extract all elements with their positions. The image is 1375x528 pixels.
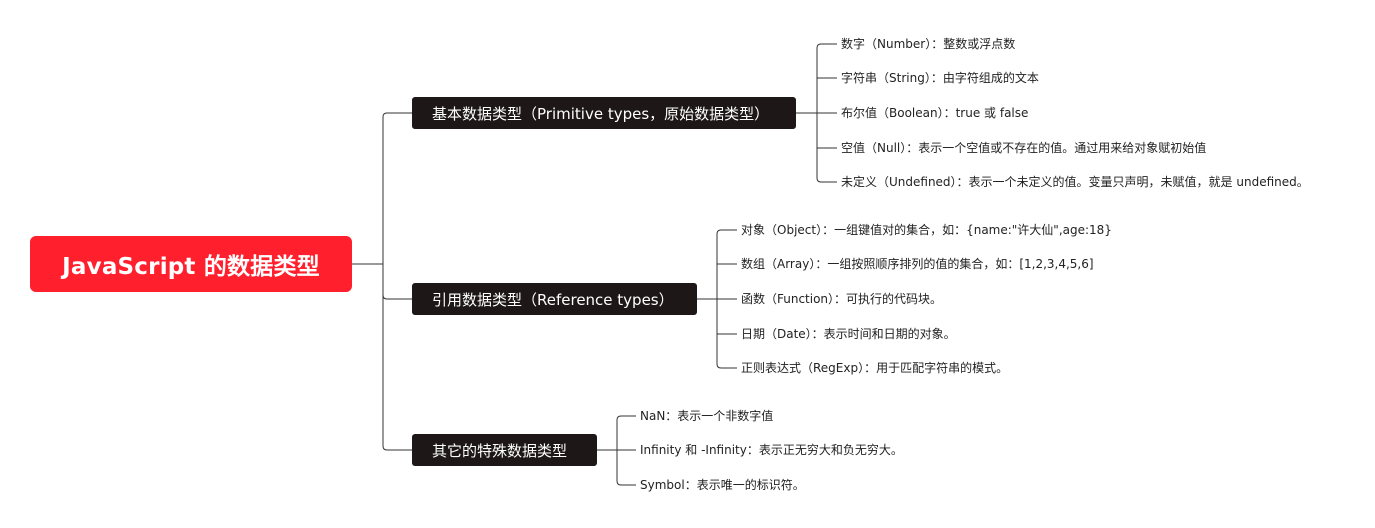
leaf-boolean: 布尔值（Boolean）：true 或 false bbox=[841, 106, 1029, 120]
root-node[interactable]: JavaScript 的数据类型 bbox=[30, 236, 352, 292]
branch-connector bbox=[382, 112, 412, 264]
leaf-array: 数组（Array）：一组按照顺序排列的值的集合，如：[1,2,3,4,5,6] bbox=[741, 257, 1094, 271]
leaf-nan: NaN：表示一个非数字值 bbox=[640, 409, 774, 423]
leaf-function: 函数（Function）：可执行的代码块。 bbox=[741, 292, 943, 306]
leaf-null: 空值（Null）：表示一个空值或不存在的值。通过用来给对象赋初始值 bbox=[841, 141, 1207, 155]
branch-primitive-types[interactable]: 基本数据类型（Primitive types，原始数据类型） bbox=[412, 97, 796, 129]
leaf-object: 对象（Object）：一组键值对的集合，如：{name:"许大仙",age:18… bbox=[741, 223, 1112, 237]
branch-connector bbox=[382, 264, 412, 300]
leaf-infinity: Infinity 和 -Infinity：表示正无穷大和负无穷大。 bbox=[640, 443, 903, 457]
leaf-symbol: Symbol：表示唯一的标识符。 bbox=[640, 478, 805, 492]
leaf-string: 字符串（String）：由字符组成的文本 bbox=[841, 71, 1039, 85]
leaf-date: 日期（Date）：表示时间和日期的对象。 bbox=[741, 327, 956, 341]
leaf-regexp: 正则表达式（RegExp）：用于匹配字符串的模式。 bbox=[741, 361, 1009, 375]
leaf-undefined: 未定义（Undefined）：表示一个未定义的值。变量只声明，未赋值，就是 un… bbox=[841, 175, 1309, 189]
branch-reference-types[interactable]: 引用数据类型（Reference types） bbox=[412, 283, 697, 315]
leaf-number: 数字（Number）：整数或浮点数 bbox=[841, 37, 1016, 51]
branch-special-types[interactable]: 其它的特殊数据类型 bbox=[412, 434, 597, 466]
branch-connector bbox=[382, 264, 412, 451]
